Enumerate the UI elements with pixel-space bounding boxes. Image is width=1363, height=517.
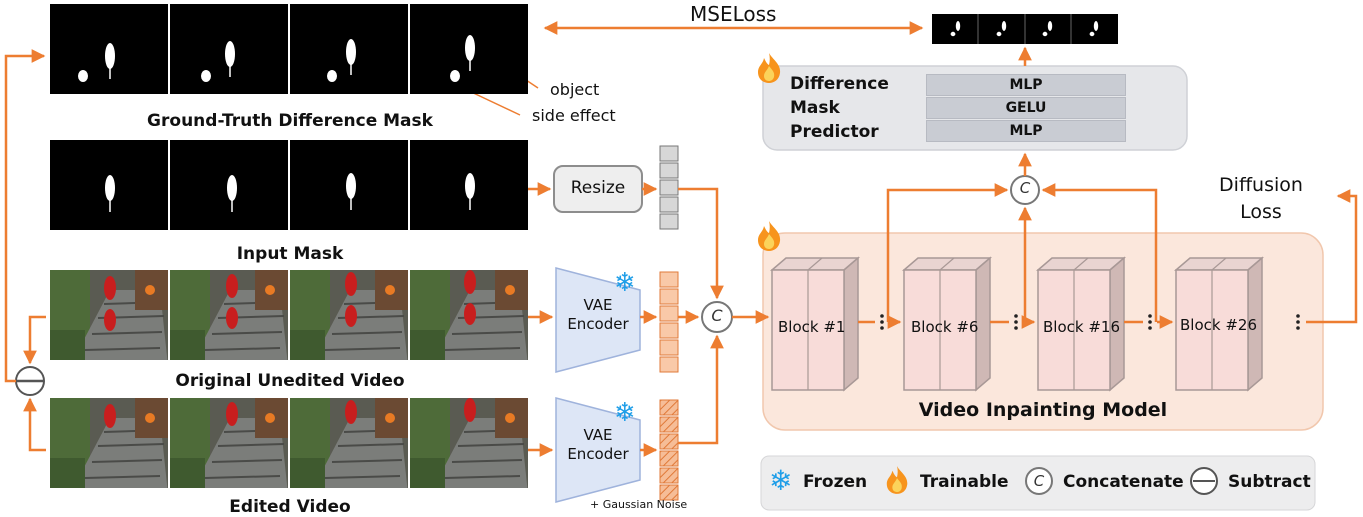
block-ellipsis-dots: [880, 314, 1300, 330]
original-video-frame: [170, 270, 288, 360]
vae-encoder-1-shape: [555, 267, 641, 373]
predictor-label-line: Predictor: [790, 122, 879, 142]
model-title: Video Inpainting Model: [918, 399, 1168, 421]
concat-symbol: C: [711, 306, 723, 325]
mse-loss-label: MSELoss: [690, 2, 777, 26]
object-annotation: object: [550, 80, 600, 99]
block-1-label: Block #1: [778, 318, 846, 336]
legend-frozen: Frozen: [803, 472, 868, 492]
frozen-icon: ❄: [614, 398, 636, 428]
gt-mask-frame: [50, 4, 168, 94]
vae-encoder-1-label: VAE Encoder: [567, 296, 629, 333]
mask-token-column: [659, 145, 679, 230]
original-video-frame: [50, 270, 168, 360]
gt-mask-frame: [290, 4, 408, 94]
original-video-frame: [410, 270, 528, 360]
block-16-shape: [1035, 256, 1127, 392]
input-mask-caption: Input Mask: [236, 244, 344, 264]
vae-encoder-2-label: VAE Encoder: [567, 426, 629, 463]
trainable-icon: [755, 220, 783, 256]
side-effect-annotation: side effect: [532, 106, 616, 125]
input-mask-frame: [290, 140, 408, 230]
edited-video-frame: [50, 398, 168, 488]
block-1-shape: [769, 256, 861, 392]
edited-video-frame: [410, 398, 528, 488]
diffusion-loss-label: Diffusion Loss: [1219, 174, 1303, 223]
video-latent-column: [659, 271, 679, 373]
predictor-label-line: Mask: [790, 98, 840, 118]
noisy-latent-column: [659, 399, 679, 501]
input-mask-frame: [50, 140, 168, 230]
concat-symbol: C: [1019, 179, 1031, 197]
predictor-layer-mlp-2: MLP: [926, 120, 1126, 142]
legend-trainable: Trainable: [920, 472, 1009, 492]
input-mask-frame: [170, 140, 288, 230]
predictor-layer-mlp-1: MLP: [926, 74, 1126, 96]
trainable-icon: [884, 464, 910, 500]
gt-mask-frame: [410, 4, 528, 94]
edited-video-caption: Edited Video: [229, 497, 351, 517]
resize-label: Resize: [570, 178, 626, 198]
gt-mask-caption: Ground-Truth Difference Mask: [147, 111, 433, 131]
legend-concatenate: Concatenate: [1063, 472, 1184, 492]
gt-mask-frame: [170, 4, 288, 94]
subtract-icon: [1190, 467, 1218, 495]
arrows: [4, 21, 1358, 457]
trainable-icon: [755, 52, 783, 90]
predictor-layer-gelu: GELU: [926, 97, 1126, 119]
edited-video-frame: [290, 398, 408, 488]
block-26-label: Block #26: [1180, 316, 1257, 334]
edited-video-frame: [170, 398, 288, 488]
original-video-frame: [290, 270, 408, 360]
block-26-shape: [1173, 256, 1265, 392]
input-mask-frame: [410, 140, 528, 230]
concatenate-icon: C: [1025, 467, 1053, 495]
block-6-shape: [901, 256, 993, 392]
frozen-icon: ❄: [769, 464, 793, 497]
predicted-mask-thumbnails: [932, 14, 1118, 44]
block-6-label: Block #6: [911, 318, 979, 336]
legend-subtract: Subtract: [1228, 472, 1311, 492]
block-16-label: Block #16: [1043, 318, 1120, 336]
predictor-label-line: Difference: [790, 74, 889, 94]
vae-encoder-2-shape: [555, 397, 641, 503]
subtract-node: [15, 366, 45, 396]
gaussian-noise-note: + Gaussian Noise: [590, 498, 688, 511]
frozen-icon: ❄: [614, 268, 636, 298]
original-video-caption: Original Unedited Video: [175, 371, 405, 391]
